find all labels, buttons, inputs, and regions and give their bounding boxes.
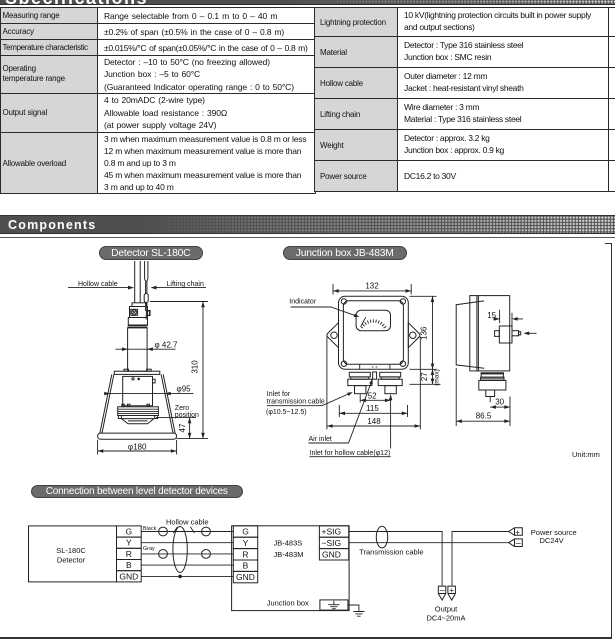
svg-text:φ180: φ180 — [128, 442, 147, 451]
svg-text:Detector: Detector — [57, 556, 86, 565]
svg-text:Air inlet: Air inlet — [309, 436, 332, 443]
svg-text:Unit:mm: Unit:mm — [572, 450, 600, 459]
svg-text:φ95: φ95 — [177, 385, 192, 394]
svg-text:Y: Y — [243, 538, 249, 548]
svg-text:–: – — [440, 585, 445, 595]
svg-text:Lifting chain: Lifting chain — [167, 281, 204, 288]
svg-text:transmission cable: transmission cable — [267, 399, 325, 406]
svg-text:B: B — [126, 560, 132, 570]
svg-text:Indicator: Indicator — [289, 298, 317, 305]
svg-text:+: + — [449, 586, 454, 595]
svg-text:27: 27 — [420, 372, 429, 381]
svg-text:(max): (max) — [434, 369, 441, 386]
svg-text:30: 30 — [495, 397, 504, 406]
svg-text:JB-483M: JB-483M — [274, 550, 304, 559]
svg-text:GND: GND — [236, 572, 255, 582]
svg-text:−SIG: −SIG — [322, 538, 342, 548]
svg-text:136: 136 — [420, 326, 429, 340]
svg-text:Inlet for hollow cable(φ12): Inlet for hollow cable(φ12) — [310, 450, 391, 457]
svg-text:Hollow cable: Hollow cable — [78, 281, 118, 288]
svg-text:GND: GND — [119, 571, 138, 581]
svg-text:DC4~20mA: DC4~20mA — [427, 614, 466, 623]
svg-text:R: R — [242, 549, 248, 559]
svg-text:φ 42.7: φ 42.7 — [155, 340, 179, 349]
svg-text:(φ10.5~12.5): (φ10.5~12.5) — [266, 409, 307, 416]
svg-text:Inlet for: Inlet for — [267, 391, 291, 398]
svg-text:148: 148 — [367, 417, 381, 426]
svg-text:115: 115 — [366, 404, 379, 413]
svg-text:–: – — [516, 537, 521, 547]
svg-text:Gray: Gray — [143, 546, 155, 552]
svg-text:B: B — [243, 561, 249, 571]
svg-text:JB-483S: JB-483S — [274, 538, 303, 547]
svg-text:86.5: 86.5 — [476, 412, 492, 421]
svg-text:+: + — [515, 528, 520, 537]
svg-text:Hollow cable: Hollow cable — [166, 518, 209, 527]
svg-text:DC24V: DC24V — [540, 536, 564, 545]
svg-text:position: position — [175, 412, 199, 419]
svg-text:Transmission cable: Transmission cable — [359, 548, 423, 557]
svg-text:GND: GND — [322, 549, 341, 559]
svg-text:Y: Y — [126, 538, 132, 548]
svg-text:132: 132 — [365, 282, 379, 291]
svg-text:+SIG: +SIG — [322, 527, 342, 537]
svg-text:R: R — [126, 549, 132, 559]
svg-text:Zero: Zero — [175, 405, 190, 412]
svg-text:Output: Output — [435, 604, 458, 613]
svg-text:310: 310 — [190, 360, 199, 374]
svg-text:Junction box: Junction box — [267, 599, 309, 608]
svg-text:SL-180C: SL-180C — [56, 546, 86, 555]
svg-text:Power source: Power source — [531, 528, 577, 537]
svg-text:Black: Black — [143, 526, 157, 532]
svg-text:47: 47 — [178, 423, 187, 432]
svg-text:52: 52 — [368, 391, 377, 400]
svg-text:G: G — [242, 527, 249, 537]
svg-text:15: 15 — [487, 311, 496, 320]
svg-text:G: G — [125, 527, 132, 537]
